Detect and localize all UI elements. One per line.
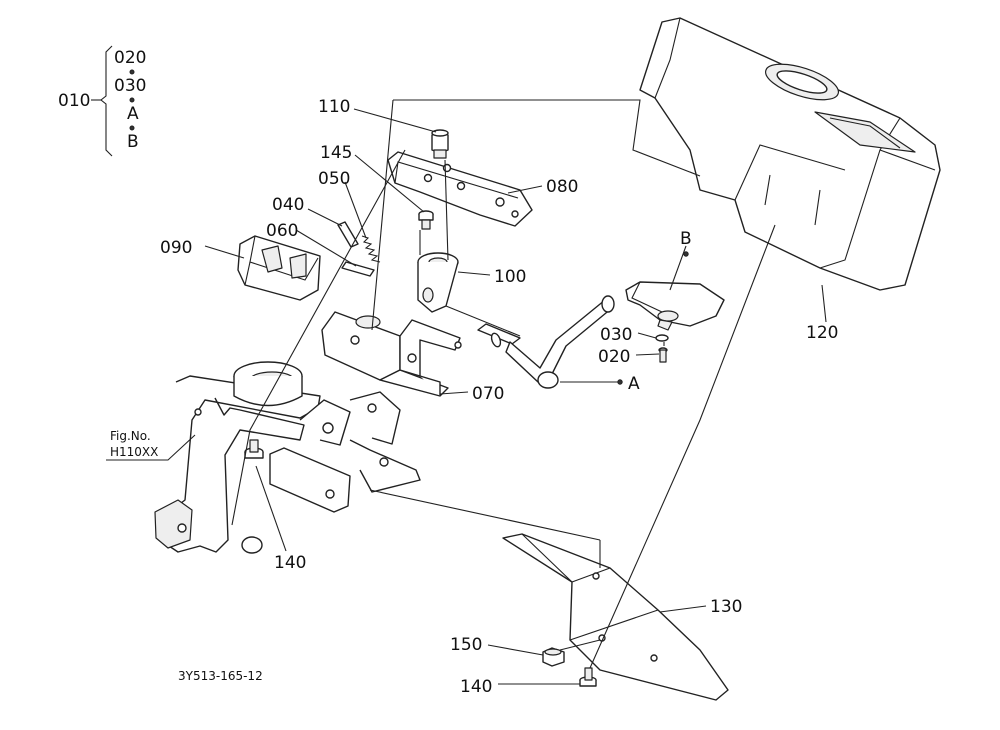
label-060: 060	[266, 221, 298, 241]
label-140-bottom: 140	[460, 677, 492, 697]
label-140-left: 140	[274, 553, 306, 573]
label-080: 080	[546, 177, 578, 197]
screw-020	[658, 347, 668, 363]
label-040: 040	[272, 195, 304, 215]
label-a-lever: A	[628, 374, 640, 394]
label-070: 070	[472, 384, 504, 404]
label-020-group: 020	[114, 48, 146, 68]
label-100: 100	[494, 267, 526, 287]
label-030-group: 030	[114, 76, 146, 96]
handle-knob	[625, 281, 725, 331]
label-b-group: B	[127, 132, 139, 152]
pin-060	[341, 261, 375, 277]
label-030-handle: 030	[600, 325, 632, 345]
bracket-070	[321, 311, 462, 397]
lever-arm	[505, 295, 615, 389]
nut-150	[542, 647, 565, 667]
label-145: 145	[320, 143, 352, 163]
assembly-guide-lines	[231, 99, 776, 669]
plate-small	[269, 447, 351, 513]
label-a-group: A	[127, 104, 139, 124]
screw-145	[418, 210, 434, 230]
upper-plate-080	[387, 151, 533, 227]
label-010: 010	[58, 91, 90, 111]
group-bracket-010	[91, 45, 135, 157]
fig-no-label: Fig.No.	[110, 429, 151, 443]
spring-050	[361, 235, 381, 263]
leader-lines	[106, 108, 827, 685]
label-b-handle: B	[680, 229, 692, 249]
block-090	[237, 235, 321, 301]
label-120: 120	[806, 323, 838, 343]
screw-140-bottom	[579, 667, 597, 687]
label-150: 150	[450, 635, 482, 655]
pin-040	[337, 221, 359, 248]
fig-ref-label: H110XX	[110, 445, 158, 459]
screw-140-left	[244, 439, 264, 459]
label-020-handle: 020	[598, 347, 630, 367]
bolt-110	[431, 129, 449, 159]
label-090: 090	[160, 238, 192, 258]
washer-030	[655, 334, 669, 342]
drawing-code: 3Y513-165-12	[178, 669, 263, 683]
label-050: 050	[318, 169, 350, 189]
callout-labels: 010 020 030 A B 110 145 050 040 060 090 …	[58, 48, 838, 697]
label-130: 130	[710, 597, 742, 617]
cover-housing-120	[639, 17, 941, 291]
lower-mount-assembly	[154, 361, 421, 554]
bracket-130	[502, 533, 729, 701]
label-110: 110	[318, 97, 350, 117]
